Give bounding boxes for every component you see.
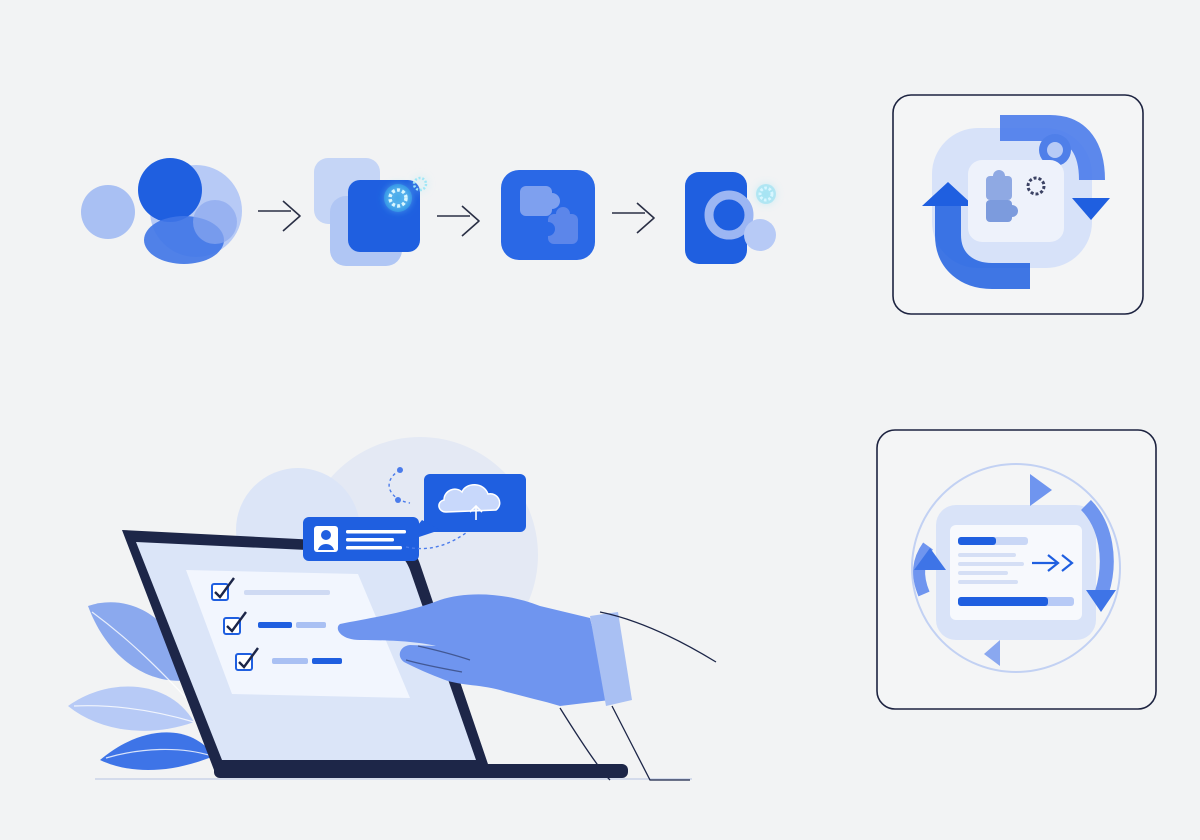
- screen-card: [186, 570, 410, 698]
- laptop-icon: [95, 530, 692, 780]
- checkbox-checked-icon: [211, 577, 235, 601]
- arrow-right-icon: [612, 202, 655, 234]
- sync-transfer-card: [876, 429, 1157, 710]
- ring-square-gear-icon: [685, 172, 776, 264]
- sync-integration-card: [892, 94, 1144, 315]
- stacked-squares-gear-icon: [314, 158, 428, 266]
- puzzle-square-icon: [501, 170, 595, 260]
- cloud-upload-icon: [404, 474, 526, 542]
- workflow-steps: [81, 158, 776, 266]
- arrow-right-icon: [258, 200, 301, 232]
- profile-card-icon: [303, 517, 419, 561]
- leaf-plant-icon: [68, 602, 214, 771]
- arrow-right-icon: [437, 205, 480, 237]
- checkbox-checked-icon: [223, 611, 247, 635]
- checkbox-checked-icon: [235, 647, 259, 671]
- laptop-scene: [68, 437, 717, 781]
- sync-document-transfer-icon: [911, 463, 1121, 673]
- overlapping-circles-icon: [81, 158, 242, 264]
- pointing-hand-icon: [337, 594, 717, 781]
- sync-puzzle-gear-icon: [922, 115, 1110, 289]
